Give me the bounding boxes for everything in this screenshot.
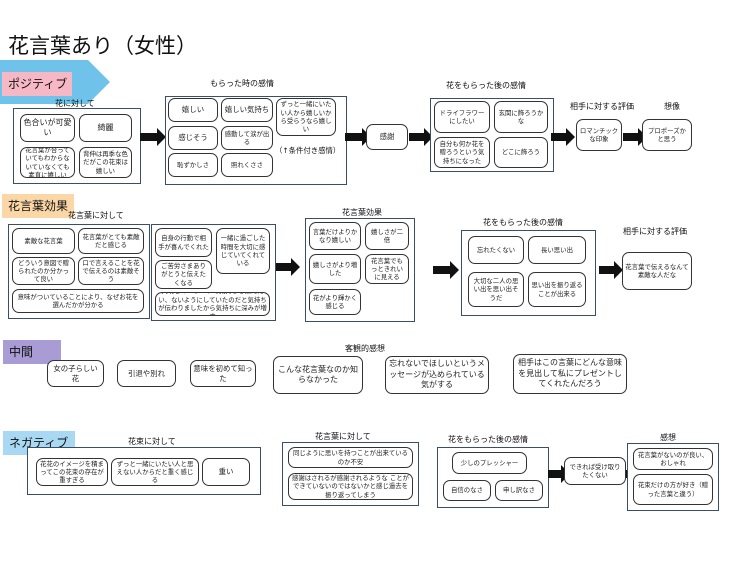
label-hk-after: 花をもらった後の感情 (483, 218, 563, 227)
node-hk-long-memory: 長い思い出 (528, 236, 586, 264)
node-hk-double: 嬉しさが二倍 (365, 222, 409, 250)
label-neg-opinion: 感想 (660, 433, 676, 442)
node-neg-prefer: 花束だけの方が好き（贈った言葉と違う） (633, 474, 713, 505)
node-pos-happy-feel: 嬉しい気持ち (221, 98, 273, 122)
label-neg-words: 花言葉に対して (315, 432, 371, 441)
node-hk-shine: 花がより輝かく感じる (309, 289, 361, 315)
page-title: 花言葉あり（女性） (8, 34, 197, 58)
label-middle-opinion: 客観的感想 (345, 344, 385, 353)
arrow-hk-1 (276, 258, 300, 276)
node-neg-together: ずっと一緒にいたい人と思えない人からだと重く感じる (111, 458, 199, 486)
node-pos-color: 色合いが可愛い (20, 114, 75, 142)
node-pos-meaning: 花言葉が合っていてもわからないていなくても素直に嬉しい (20, 147, 75, 178)
label-neg-after: 花をもらった後の感情 (448, 435, 528, 444)
node-pos-thanks: 感謝 (366, 124, 408, 150)
node-hk-wonderful: 花言葉で伝えるなんて素敵な人だな (622, 252, 692, 290)
node-neg-sorry: 申し訳なさ (495, 480, 543, 501)
label-positive-after: 花をもらった後の感情 (446, 81, 526, 90)
node-pos-happy: 嬉しい (168, 98, 218, 122)
node-hk-deep: 大切なキーワードで気持ちを伝えたい、ないようにしていたのだと気持ちが伝わりました… (155, 292, 270, 316)
node-neg-anxiety: 同じように思いを持つことが出来ているのか不安 (288, 447, 413, 468)
label-positive-feeling: もらった時の感情 (210, 79, 274, 88)
node-pos-together: ずっと一緒にいたい人から嬉しいから受らうなら嬉しい (276, 98, 336, 136)
label-positive-evaluation: 相手に対する評価 (570, 102, 634, 111)
node-mid-wonder: 相手はこの言葉にどんな意味を見出して私にプレゼントしてくれたんだろう (513, 354, 627, 394)
node-hk-reflect: 思い出を振り返ることが出来る (528, 272, 586, 307)
arrow-pos-2 (345, 128, 371, 146)
node-neg-pressure: 少しのプレッシャー (452, 452, 527, 474)
label-hk-words: 花言葉に対して (68, 211, 124, 220)
label-neg-bouquet: 花束に対して (128, 437, 176, 446)
label-positive-flower: 花に対して (55, 99, 95, 108)
node-hk-self-action: 自身の行動で相手が喜んでくれた (155, 228, 212, 257)
node-pos-embarrassed: 照れくささ (221, 153, 273, 177)
node-pos-conditional: （↑条件付き感情） (275, 146, 341, 155)
node-pos-proposal: プロポーズかと思う (642, 119, 692, 151)
arrow-hk-3 (599, 261, 623, 279)
node-hk-increased: 嬉しさがより増した (309, 254, 361, 284)
node-pos-cry: 感じそう (168, 126, 218, 150)
arrow-pos-5 (623, 128, 647, 146)
label-hk-evaluation: 相手に対する評価 (623, 227, 687, 236)
node-mid-girly: 女の子らしい花 (47, 360, 104, 387)
node-mid-retire: 引退や別れ (117, 360, 176, 387)
node-hk-time: 一緒に過ごした時間を大切に感じていてくれている (216, 228, 270, 274)
node-pos-give-back: 自分も何か花を贈ろうという気持ちになった (434, 137, 490, 168)
node-hk-mouth: 口で言えることを花で伝えるのは素敵そう (78, 257, 144, 285)
node-pos-entrance: 玄関に飾ろうかな (494, 101, 548, 133)
arrow-hk-2 (433, 261, 459, 279)
section-banner-hanakotoba: 花言葉効果 (2, 194, 74, 218)
node-neg-gratitude: 感謝はされるが感謝されるような ことができていないのではないかと感じ過去を振り返… (288, 473, 413, 500)
node-hk-thanks-say: ご苦労さまありがとうと伝えたくなる (155, 260, 212, 289)
node-hk-memories: 大切な二人の思い出を思い出そうだ (468, 272, 524, 307)
node-pos-season: 背伸は再季な色だがこの花束は嬉しい (79, 147, 132, 178)
label-positive-imagine: 想像 (664, 102, 680, 111)
node-neg-refuse: できれば受け取りたくない (564, 457, 626, 485)
node-hk-very-lovely: 花言葉がとても素敵だと感じる (78, 228, 144, 254)
node-hk-why: 意味がついていることにより、なぜお花を選んだかが分かる (12, 289, 144, 313)
arrow-pos-3 (409, 128, 433, 146)
node-neg-confidence: 自信のなさ (443, 480, 491, 501)
node-neg-image: 花花のイメージを積まってこの花束の存在が重すぎる (36, 458, 108, 486)
node-pos-shy: 恥ずかしさ (168, 153, 218, 177)
node-hk-forget: 忘れたくない (468, 236, 524, 264)
node-mid-message: 忘れないでほしいというメッセージが込められている気がする (385, 356, 489, 394)
node-hk-intent: どういう意図で贈られたのか分かって良い (12, 257, 75, 285)
node-neg-heavy: 重い (202, 458, 250, 486)
node-hk-beautiful: 花言葉でもっときれいに見える (365, 254, 409, 284)
node-hk-lovely: 素敵な花言葉 (12, 228, 75, 254)
section-banner-positive: ポジティブ (2, 72, 72, 96)
node-mid-didnt-know: こんな花言葉なのか知らなかった (273, 356, 363, 394)
node-pos-romantic: ロマンチックな印象 (576, 119, 622, 151)
arrow-pos-1 (140, 128, 166, 146)
node-neg-stylish: 花言葉がないのが良い、おしゃれ (633, 448, 713, 470)
label-hk-effect: 花言葉効果 (342, 208, 382, 217)
node-pos-pretty: 綺麗 (79, 114, 132, 142)
node-pos-moved: 感動して涙が出る (221, 126, 273, 150)
arrow-pos-4 (551, 128, 575, 146)
node-hk-more-happy: 言葉だけよりかなり嬉しい (309, 222, 361, 250)
node-pos-dry: ドライフラワーにしたい (434, 101, 490, 133)
node-pos-where: どこに飾ろう (494, 137, 548, 168)
node-mid-first: 意味を初めて知った (190, 360, 256, 387)
